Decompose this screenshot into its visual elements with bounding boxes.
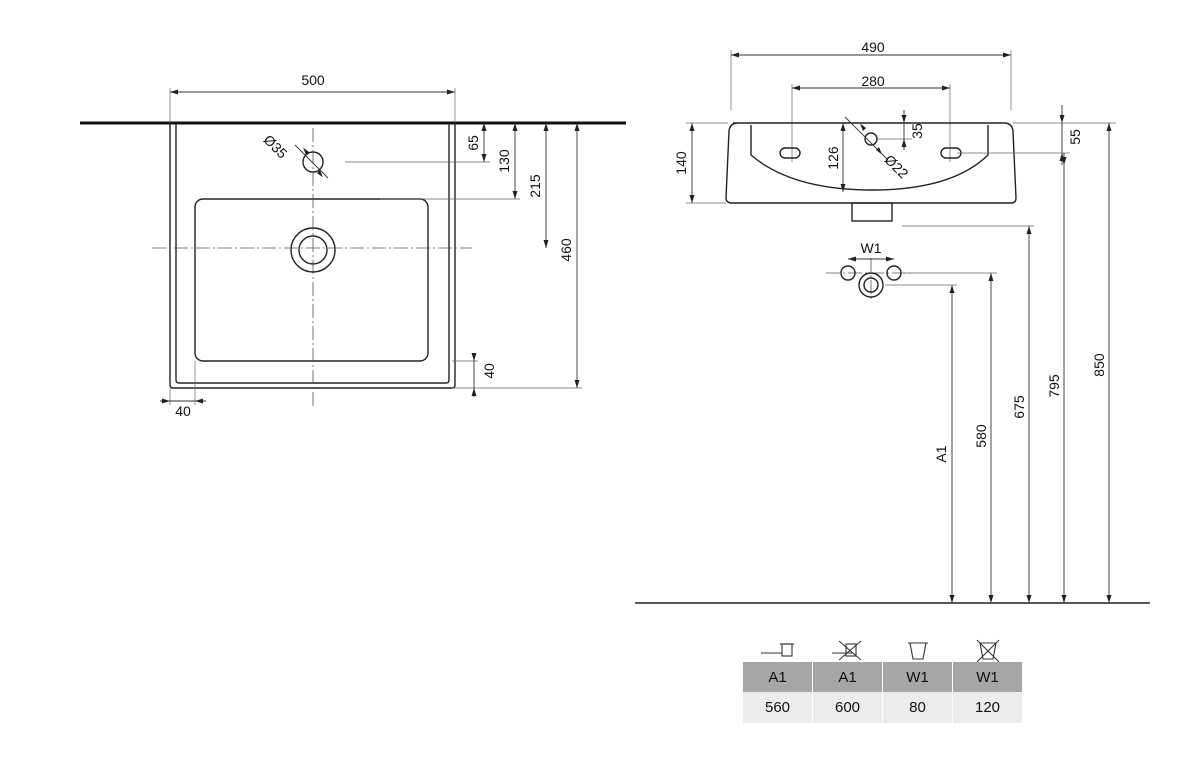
- tap-slot-left: [779, 147, 801, 159]
- overflow-diameter-label: Ø22: [882, 151, 912, 181]
- header-a1-trap: A1: [743, 662, 813, 692]
- dim-130-label: 130: [496, 149, 512, 173]
- dim-500-label: 500: [301, 72, 325, 88]
- dim-675-label: 675: [1011, 395, 1027, 419]
- dim-215-label: 215: [527, 174, 543, 198]
- w1-label: W1: [861, 240, 882, 256]
- dim-580-label: 580: [973, 424, 989, 448]
- dim-40-bottom-label: 40: [481, 363, 497, 379]
- value-w1-no-bin: 120: [952, 692, 1023, 723]
- basin-inner-rim: [175, 123, 450, 384]
- dim-126-label: 126: [825, 146, 841, 170]
- no-trap-icon: [832, 640, 862, 661]
- a1-drain-inner: [863, 277, 879, 293]
- dim-460-label: 460: [558, 238, 574, 262]
- basin-profile: [725, 122, 1017, 204]
- dim-40-left-label: 40: [175, 403, 191, 419]
- bowl-outline: [194, 198, 429, 362]
- dim-490-label: 490: [861, 39, 885, 55]
- top-view: 500 Ø35 65 130 215 460 4: [80, 72, 626, 419]
- bowl-profile: [750, 125, 989, 191]
- header-a1-no-trap: A1: [812, 662, 883, 692]
- dim-850-label: 850: [1091, 353, 1107, 377]
- dim-795-label: 795: [1046, 374, 1062, 398]
- installation-table: A1 A1 W1 W1 560 600 80 120: [743, 662, 1023, 723]
- no-bin-icon: [976, 639, 1000, 663]
- dim-a1-label: A1: [933, 445, 949, 462]
- dim-55-label: 55: [1067, 129, 1083, 145]
- side-view: 490 280 Ø22 126 35: [635, 39, 1150, 604]
- value-w1-bin: 80: [882, 692, 953, 723]
- dim-65-label: 65: [465, 135, 481, 151]
- hole-diameter-label: Ø35: [261, 131, 291, 161]
- dim-280-label: 280: [861, 73, 885, 89]
- basin-outline: [169, 123, 456, 389]
- w1-connector-right: [886, 265, 902, 281]
- header-w1-bin: W1: [882, 662, 953, 692]
- dim-140-label: 140: [673, 151, 689, 175]
- w1-connector-left: [840, 265, 856, 281]
- header-w1-no-bin: W1: [952, 662, 1023, 692]
- bin-icon: [908, 642, 928, 660]
- drain-body: [851, 202, 893, 222]
- a1-drain-outer: [858, 272, 884, 298]
- value-a1-trap: 560: [743, 692, 813, 723]
- dim-35-label: 35: [909, 123, 925, 139]
- value-a1-no-trap: 600: [812, 692, 883, 723]
- legend-icons: [761, 639, 1000, 663]
- trap-icon: [761, 643, 794, 657]
